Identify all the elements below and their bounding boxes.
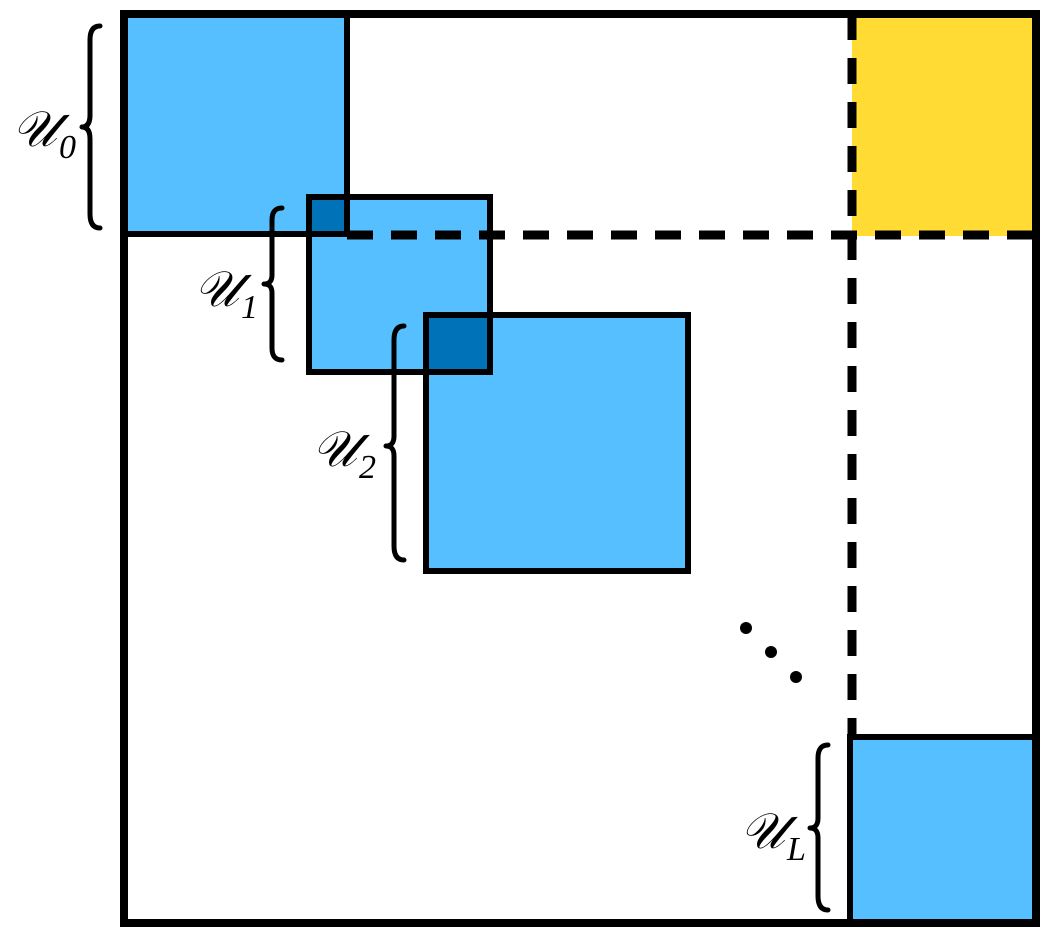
brace-uL <box>807 742 831 913</box>
label-u1: 𝒰1 <box>194 260 258 326</box>
overlap-u0-u1 <box>312 200 344 231</box>
overlap-u1-u2-border <box>423 312 493 375</box>
overlap-u1-u2 <box>429 318 487 369</box>
label-u0: 𝒰0 <box>12 100 76 166</box>
diagonal-ellipsis <box>740 622 802 683</box>
brace-u0 <box>79 23 103 231</box>
highlight-block <box>852 14 1036 236</box>
brace-u1 <box>261 205 285 363</box>
matrix-border <box>120 10 1040 927</box>
overlap-u0-u1-border <box>306 194 350 237</box>
label-uL: 𝒰L <box>740 802 806 868</box>
label-u2: 𝒰2 <box>312 420 376 486</box>
block-uL <box>847 734 1039 926</box>
brace-u2 <box>383 323 407 563</box>
